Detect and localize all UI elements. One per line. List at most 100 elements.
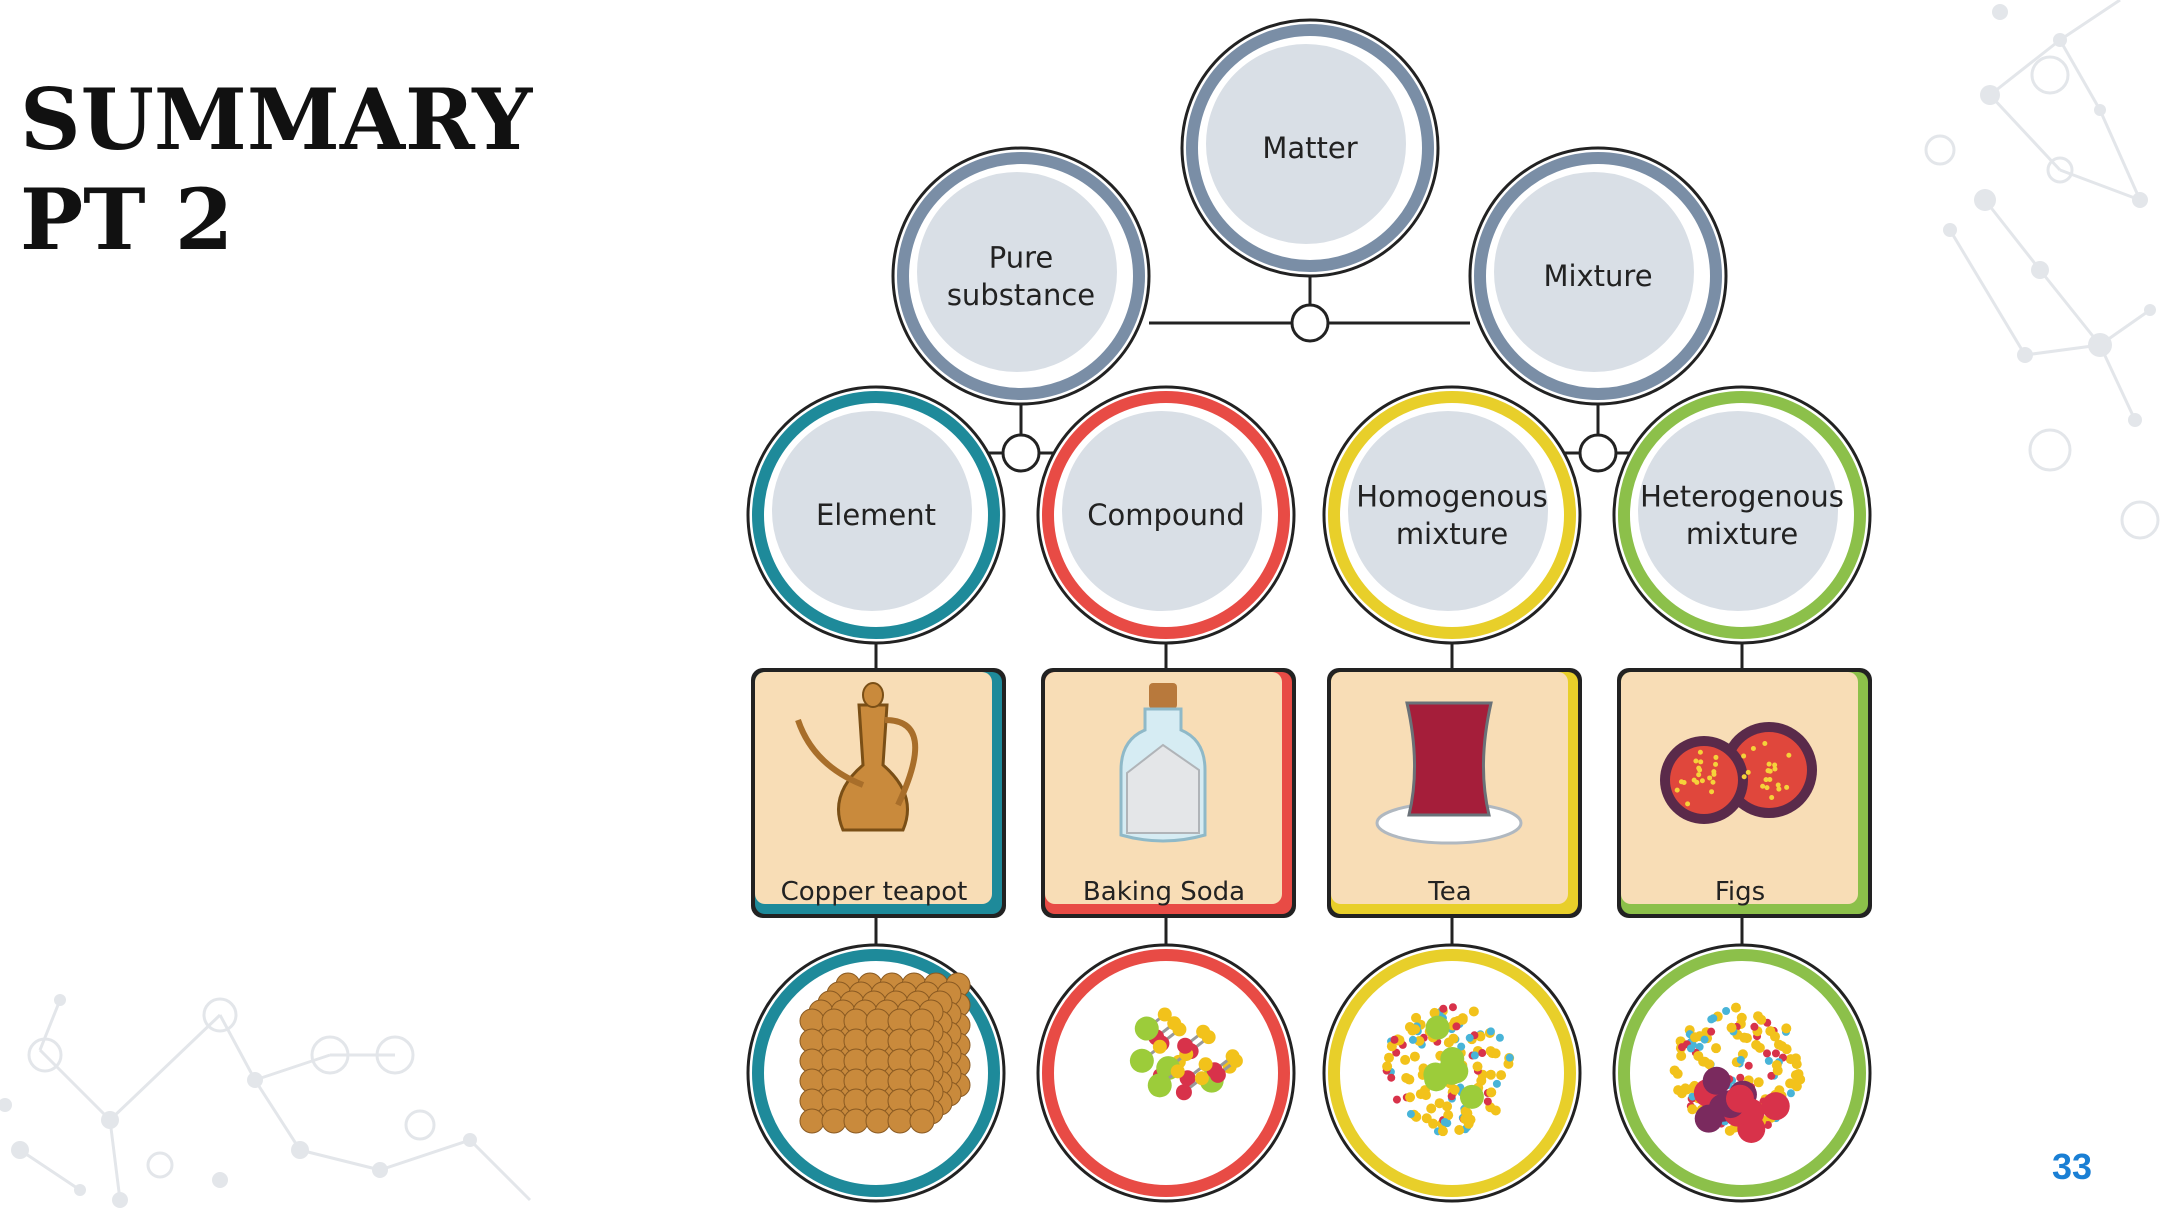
mixture-particle [1383,1052,1394,1063]
mixture-particle [1437,1126,1448,1137]
mixture-particle [1770,1031,1781,1042]
element-node-label-line-1: Element [816,498,936,532]
molecule-atom [1157,1007,1172,1022]
mixture-particle [1486,1027,1495,1036]
molecule-atom [1172,1022,1187,1037]
homogenous-mixture-particle-view [1322,943,1582,1203]
compound-node-color-ring [1042,391,1290,639]
mixture-particle [1695,1042,1704,1051]
mixture-particle [1434,1098,1445,1109]
homogenous-mixture-node-inner-disc [1344,407,1552,615]
mixture-particle [1472,1061,1483,1072]
page-number: 33 [2052,1146,2093,1187]
heterogenous-mixture-example-card: Figs [1617,668,1872,918]
mixture-particle [1711,1043,1722,1054]
mixture-particle [1454,1125,1465,1136]
fig-seed [1694,779,1700,785]
fig-seed [1764,785,1770,791]
homogenous-mixture-example-label: Tea [1427,877,1471,907]
jar-powder [1126,743,1200,834]
particle-color-ring [1618,949,1866,1197]
homogenous-mixture-node-label-line-2: mixture [1396,517,1508,551]
teapot-lid [862,682,884,708]
mixture-particle-large [1694,1104,1723,1133]
mixture-particle [1790,1053,1801,1064]
mixture-particle [1505,1053,1514,1062]
mixture-node-color-ring [1474,152,1722,400]
mixture-particle [1750,1022,1759,1031]
mixture-particle [1429,1007,1440,1018]
mixture-particle-large [1702,1066,1731,1095]
pure-substance-junction [1001,433,1041,473]
mixture-particle [1486,1087,1497,1098]
metal-atom [865,1108,891,1134]
mixture-particle [1707,1027,1716,1036]
mixture-particle [1776,1041,1787,1052]
heterogenous-mixture-particle-view [1612,943,1872,1203]
fig-seed [1696,772,1702,778]
fig-seed [1710,779,1716,785]
mixture-particle [1744,1061,1753,1070]
mixture-particle [1406,1110,1415,1119]
mixture-particle [1443,1037,1454,1048]
mixture-particle [1496,1070,1507,1081]
fig-seed [1693,758,1699,764]
matter-node-inner-disc [1202,40,1410,248]
fig-seed [1698,759,1704,765]
teapot-handle [884,717,919,807]
diagram-connectors [874,276,1744,945]
mixture-particle [1492,1079,1501,1088]
element-particle-view [746,943,1006,1203]
mixture-particle [1457,1042,1466,1051]
homogenous-mixture-node-color-ring [1328,391,1576,639]
mixture-particle [1753,1077,1764,1088]
fig-seed [1750,745,1756,751]
heterogenous-mixture-node-label-line-2: mixture [1686,517,1798,551]
mixture-node: Mixture [1468,146,1728,406]
mixture-particle [1763,1120,1772,1129]
mixture-particle [1771,1049,1780,1058]
matter-node-label-line-1: Matter [1262,131,1357,165]
mixture-particle-large [1761,1092,1790,1121]
slide-title: SUMMARY PT 2 [20,70,532,270]
jar-cork [1149,683,1177,709]
mixture-particle [1465,1033,1474,1042]
fig-seed [1745,769,1751,775]
mixture-particle [1439,1004,1448,1013]
molecule-atom [1196,1024,1211,1039]
mixture-particle [1421,1113,1432,1124]
fig-seed [1697,767,1703,773]
mixture-junction [1578,433,1618,473]
fig-seed [1775,782,1781,788]
pure-substance-node-color-ring [897,152,1145,400]
element-example-card: Copper teapot [751,668,1006,918]
mixture-particle [1690,1032,1701,1043]
mixture-particle-large [1459,1084,1484,1109]
mixture-particle [1754,1042,1765,1053]
mixture-particle [1390,1035,1399,1044]
mixture-particle [1409,1051,1420,1062]
mixture-particle [1485,1046,1496,1057]
metal-atom [909,1108,935,1134]
mixture-particle [1786,1089,1795,1098]
homogenous-mixture-node-label-line-1: Homogenous [1356,479,1547,513]
mixture-particle [1736,1012,1747,1023]
mixture-particle [1392,1095,1401,1104]
mixture-particle [1483,1097,1492,1106]
particle-color-ring [1328,949,1576,1197]
mixture-node-inner-disc [1490,168,1698,376]
fig-seed [1772,766,1778,772]
fig-seed [1685,801,1691,807]
mixture-particle-large [1424,1067,1449,1092]
mixture-particle [1704,1059,1715,1070]
fig-seed [1765,768,1771,774]
molecule-atom [1198,1057,1213,1072]
mixture-particle [1470,1051,1479,1060]
mixture-particle [1764,1056,1773,1065]
teapot-spout [795,719,865,788]
mixture-particle [1781,1023,1792,1034]
mixture-particle [1457,1013,1468,1024]
mixture-particle [1410,1024,1421,1035]
molecule-atom [1152,1039,1167,1054]
